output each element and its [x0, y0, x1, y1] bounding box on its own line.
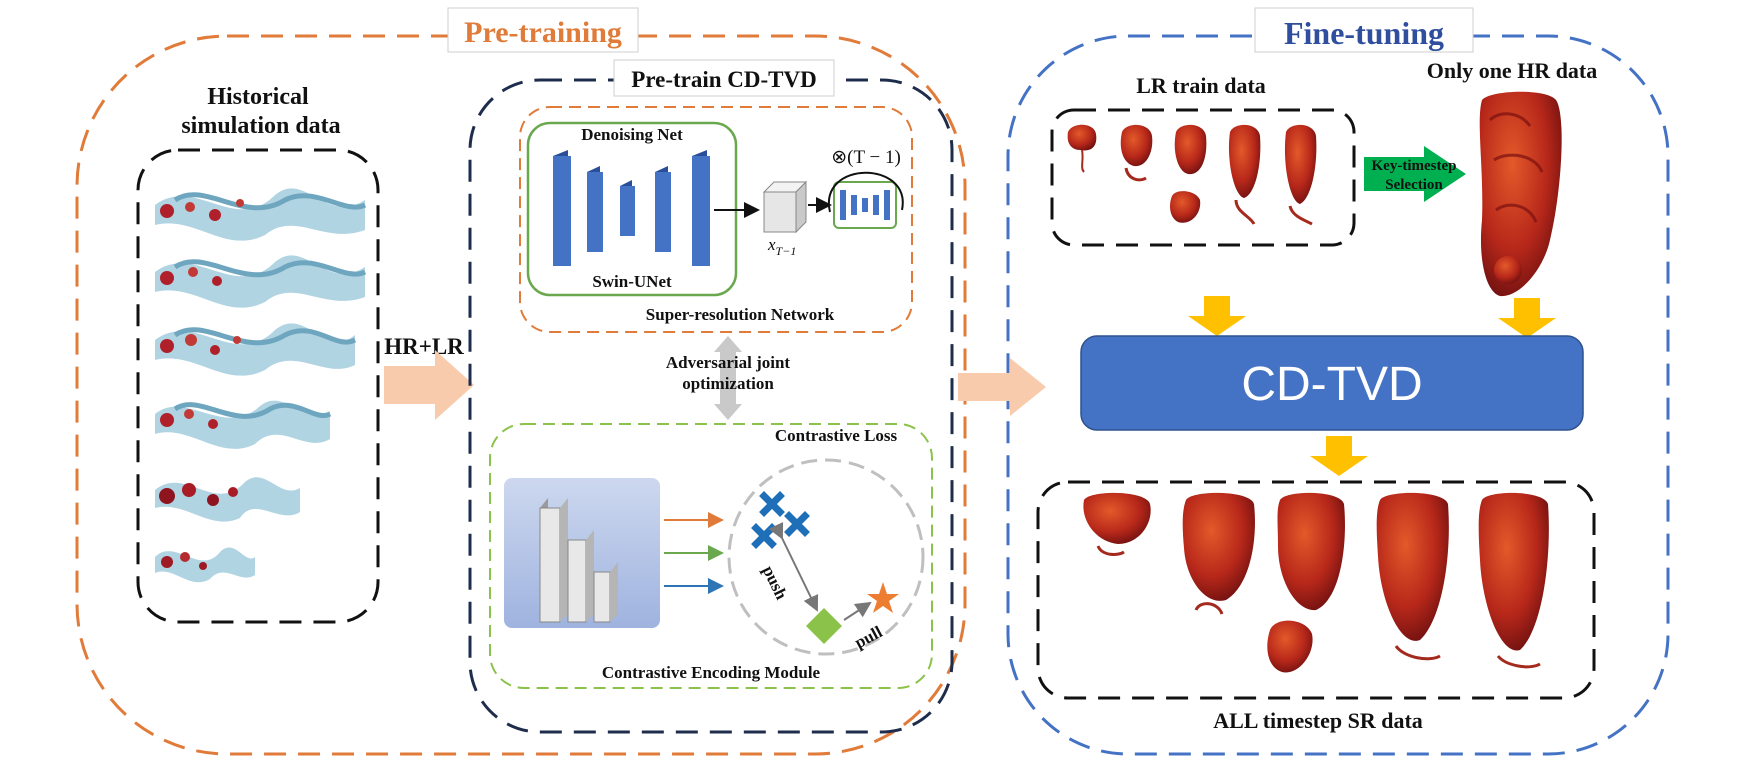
push-arrow	[768, 521, 819, 612]
pretrain-cdtvd-title-box	[613, 59, 835, 97]
finetuning-title-box	[1254, 7, 1474, 53]
negative-cross-markers	[751, 491, 810, 549]
historical-flow-images	[155, 188, 367, 583]
encoder-image	[504, 478, 660, 628]
yellow-arrow-out	[1310, 436, 1368, 476]
contrastive-module-title: Contrastive Encoding Module	[602, 663, 821, 682]
repeat-label: ⊗(T − 1)	[831, 147, 901, 168]
key-timestep-label-line1: Key-timestep	[1372, 158, 1457, 174]
pull-arrow	[843, 601, 872, 621]
contrastive-module-box	[489, 423, 933, 689]
x-t-minus-1-label: xT−1	[767, 235, 796, 258]
sr-output-images	[1083, 492, 1549, 673]
pretraining-title: Pre-training	[464, 16, 622, 49]
lr-train-data-box	[1050, 108, 1356, 247]
sr-network-box	[519, 106, 913, 333]
finetuning-title: Fine-tuning	[1284, 15, 1444, 51]
hr-lr-arrow	[384, 350, 474, 420]
all-timestep-sr-label: ALL timestep SR data	[1213, 708, 1423, 733]
lr-train-data-images	[1067, 124, 1317, 226]
pretraining-title-box	[447, 7, 639, 53]
unet-blocks	[553, 150, 710, 266]
mini-unet	[833, 181, 897, 229]
denoising-net-label: Denoising Net	[581, 125, 683, 144]
swin-unet-label: Swin-UNet	[592, 272, 672, 291]
hr-lr-label: HR+LR	[384, 334, 464, 359]
embedding-space-circle	[727, 458, 925, 656]
lr-train-data-label: LR train data	[1136, 73, 1266, 98]
only-one-hr-label: Only one HR data	[1427, 58, 1598, 83]
cdtvd-model-box[interactable]	[1080, 335, 1584, 431]
cdtvd-model-label: CD-TVD	[1241, 358, 1422, 411]
adversarial-label-line1: Adversarial joint	[666, 353, 791, 372]
positive-star-marker	[867, 582, 899, 613]
historical-data-box	[136, 148, 380, 624]
pretrain-cdtvd-title: Pre-train CD-TVD	[631, 67, 816, 92]
repeat-loop-arrow	[827, 171, 904, 213]
hr-data-image	[1479, 91, 1562, 297]
key-timestep-label-line2: Selection	[1385, 177, 1443, 193]
x-t-minus-1-cube	[762, 180, 808, 234]
adversarial-double-arrow	[714, 336, 742, 420]
push-label: push	[759, 563, 792, 603]
key-timestep-arrow	[1364, 146, 1466, 202]
yellow-arrow-hr	[1498, 298, 1556, 338]
sr-network-title: Super-resolution Network	[646, 305, 835, 324]
adversarial-label-line2: optimization	[682, 374, 774, 393]
yellow-arrow-lr	[1188, 296, 1246, 336]
historical-title-line2: simulation data	[181, 113, 340, 139]
pretrain-to-finetune-arrow	[958, 358, 1046, 416]
contrastive-loss-label: Contrastive Loss	[775, 426, 898, 445]
historical-title-line1: Historical	[207, 84, 309, 110]
anchor-diamond-marker	[806, 608, 842, 644]
sr-output-box	[1036, 480, 1596, 700]
